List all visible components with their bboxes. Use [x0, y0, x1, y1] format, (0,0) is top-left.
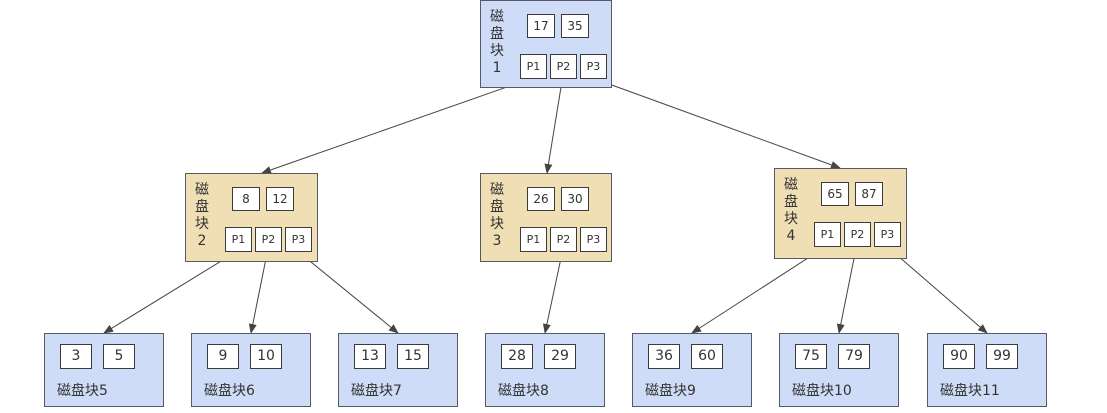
node-label: 磁 盘 块 2 [195, 182, 209, 249]
edge-block4-p2 [836, 245, 857, 334]
node-label: 磁 盘 块 1 [490, 9, 504, 76]
leaf-node-4: 28 29 磁盘块8 [485, 333, 605, 407]
edge-block3-p2 [542, 250, 563, 334]
edge-block2-p2 [248, 250, 268, 334]
leaf-node-3: 13 15 磁盘块7 [338, 333, 458, 407]
pointer-cell: P1 [225, 227, 252, 252]
edge-block2-p1 [103, 250, 238, 334]
key-cell: 87 [855, 182, 883, 206]
leaf-node-6: 75 79 磁盘块10 [779, 333, 899, 407]
key-cell: 17 [527, 14, 555, 38]
leaf-label: 磁盘块10 [792, 383, 852, 399]
edge-block4-p1 [691, 245, 827, 334]
leaf-label: 磁盘块6 [204, 383, 255, 399]
key-cell: 60 [691, 344, 723, 369]
edge-root-p3 [592, 77, 841, 169]
leaf-label: 磁盘块7 [351, 383, 402, 399]
edge-block4-p3 [886, 245, 988, 334]
pointer-cell: P2 [550, 227, 577, 252]
key-cell: 29 [544, 344, 576, 369]
key-cell: 8 [232, 187, 260, 211]
pointer-cell: P3 [580, 227, 607, 252]
pointer-cell: P1 [520, 54, 547, 79]
key-cell: 26 [527, 187, 555, 211]
node-label: 磁 盘 块 3 [490, 182, 504, 249]
node-label: 磁 盘 块 4 [784, 177, 798, 244]
leaf-label: 磁盘块8 [498, 383, 549, 399]
pointer-cell: P1 [814, 222, 841, 247]
edge-block2-p3 [297, 250, 399, 334]
key-cell: 9 [207, 344, 239, 369]
edge-root-p2 [544, 77, 563, 174]
pointer-cell: P3 [285, 227, 312, 252]
pointer-cell: P2 [255, 227, 282, 252]
edge-root-p1 [261, 77, 533, 174]
key-cell: 65 [821, 182, 849, 206]
pointer-cell: P3 [874, 222, 901, 247]
pointer-cell: P2 [844, 222, 871, 247]
key-cell: 90 [943, 344, 975, 369]
key-cell: 35 [561, 14, 589, 38]
key-cell: 15 [397, 344, 429, 369]
key-cell: 5 [103, 344, 135, 369]
key-cell: 10 [250, 344, 282, 369]
key-cell: 28 [501, 344, 533, 369]
leaf-label: 磁盘块5 [57, 383, 108, 399]
leaf-label: 磁盘块9 [645, 383, 696, 399]
pointer-cell: P1 [520, 227, 547, 252]
key-cell: 12 [266, 187, 294, 211]
key-cell: 3 [60, 344, 92, 369]
key-cell: 30 [561, 187, 589, 211]
key-cell: 36 [648, 344, 680, 369]
pointer-cell: P3 [580, 54, 607, 79]
pointer-cell: P2 [550, 54, 577, 79]
key-cell: 13 [354, 344, 386, 369]
leaf-node-2: 9 10 磁盘块6 [191, 333, 311, 407]
leaf-label: 磁盘块11 [940, 383, 1000, 399]
leaf-node-5: 36 60 磁盘块9 [632, 333, 752, 407]
key-cell: 75 [795, 344, 827, 369]
leaf-node-7: 90 99 磁盘块11 [927, 333, 1047, 407]
key-cell: 99 [986, 344, 1018, 369]
key-cell: 79 [838, 344, 870, 369]
